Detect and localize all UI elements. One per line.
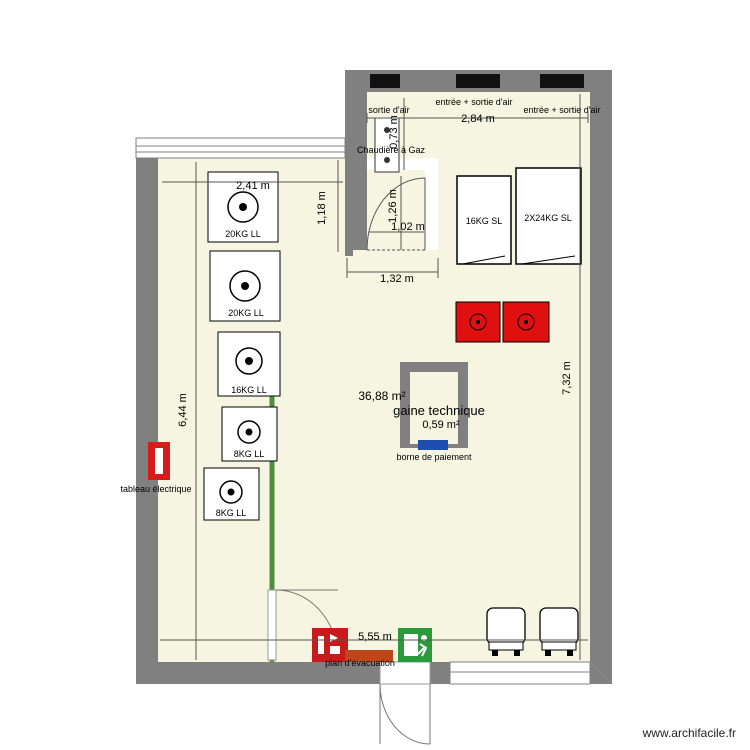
vent-small-label: sortie d'air [368, 105, 409, 115]
washer-2: 20KG LL [209, 250, 281, 322]
room-area: 36,88 m² [358, 389, 405, 403]
chair-1 [486, 607, 526, 656]
chair-2 [539, 607, 579, 656]
dryer-2: 2X24KG SL [515, 167, 582, 265]
shaft-area: 0,59 m² [422, 419, 460, 431]
window-bottom [449, 661, 591, 685]
dim-left-block-width: 2,41 m [236, 180, 270, 192]
boiler-label: Chaudière à Gaz [357, 145, 426, 155]
dim-right-height: 7,32 m [561, 361, 573, 395]
washer-2-label: 20KG LL [228, 308, 264, 318]
emergency-exit-icon [398, 628, 432, 662]
washer-1: 20KG LL [207, 171, 279, 243]
red-machine-2 [502, 301, 550, 343]
washer-3-label: 16KG LL [231, 385, 267, 395]
dim-door-width: 1,02 m [391, 221, 425, 233]
evacuation-plan [345, 650, 393, 662]
washer-3: 16KG LL [217, 331, 281, 397]
dim-boiler-depth: 0,73 m [388, 115, 400, 149]
washer-1-label: 20KG LL [225, 229, 261, 239]
vent-small [370, 74, 400, 88]
vent-right-label: entrée + sortie d'air [523, 105, 600, 115]
dim-closet-height: 1,18 m [316, 191, 328, 225]
shaft-label: gaine technique [393, 403, 485, 418]
electric-panel-label: tableau électrique [120, 484, 191, 494]
dim-top-width: 2,84 m [461, 113, 495, 125]
vent-right [540, 74, 584, 88]
washer-5-label: 8KG LL [216, 508, 247, 518]
washer-4-label: 8KG LL [234, 449, 265, 459]
electric-panel [148, 442, 170, 480]
washer-4: 8KG LL [221, 406, 278, 462]
dryer-2-label: 2X24KG SL [524, 213, 572, 223]
evacuation-label: plan d'évacuation [325, 658, 395, 668]
technical-shaft [400, 362, 468, 448]
dryer-1-label: 16KG SL [466, 216, 503, 226]
dryer-1: 16KG SL [456, 175, 512, 265]
watermark: www.archifacile.fr [642, 726, 736, 740]
boiler [374, 117, 400, 173]
dim-left-height: 6,44 m [177, 393, 189, 427]
dim-bottom-width: 5,55 m [358, 631, 392, 643]
red-machine-1 [455, 301, 501, 343]
fire-extinguisher-icon [312, 628, 348, 662]
dim-closet-width: 1,32 m [380, 273, 414, 285]
vent-mid-label: entrée + sortie d'air [435, 97, 512, 107]
vent-mid [456, 74, 500, 88]
washer-5: 8KG LL [203, 467, 260, 521]
dim-door-height: 1,26 m [387, 189, 399, 223]
payment-label: borne de paiement [396, 452, 472, 462]
window-top [135, 137, 346, 159]
closet-door [366, 177, 426, 251]
entrance-door [379, 661, 431, 745]
dimension-lines [160, 94, 589, 660]
payment-terminal [418, 440, 448, 450]
